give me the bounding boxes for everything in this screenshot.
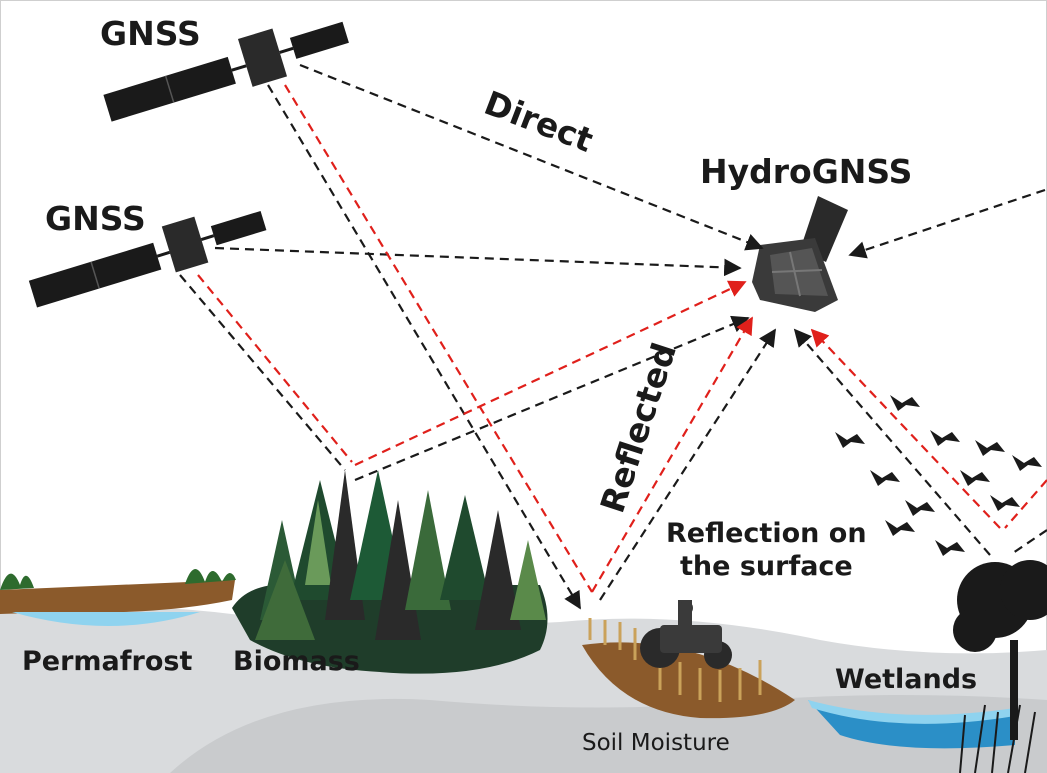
gnss-mid-label: GNSS: [45, 199, 146, 238]
birds-icon: [835, 395, 1042, 556]
permafrost-terrain: [0, 568, 236, 626]
grass-icon: [0, 573, 34, 590]
reflected-signals-red: [197, 84, 1047, 593]
soil-moisture-label: Soil Moisture: [582, 730, 730, 756]
gnss-satellite-mid-icon: [28, 210, 267, 308]
reflection-label-line1: Reflection on: [666, 518, 867, 549]
tractor-icon: [640, 600, 732, 669]
permafrost-label: Permafrost: [22, 646, 192, 677]
wetlands-terrain: [808, 560, 1047, 773]
tree-icon: [953, 560, 1047, 740]
hydrognss-satellite-icon: [752, 196, 848, 312]
reflection-label-line2: the surface: [680, 551, 853, 582]
biomass-label: Biomass: [233, 646, 360, 677]
forest-icon: [232, 470, 548, 674]
hydrognss-label: HydroGNSS: [700, 152, 912, 191]
reflected-signals-black: [179, 84, 1047, 610]
gnss-top-label: GNSS: [100, 14, 201, 53]
soil-field: [582, 600, 795, 719]
wetlands-label: Wetlands: [835, 664, 977, 695]
grass-icon: [185, 568, 236, 584]
gnss-satellite-top-icon: [103, 21, 349, 122]
direct-signals: [214, 63, 1046, 277]
